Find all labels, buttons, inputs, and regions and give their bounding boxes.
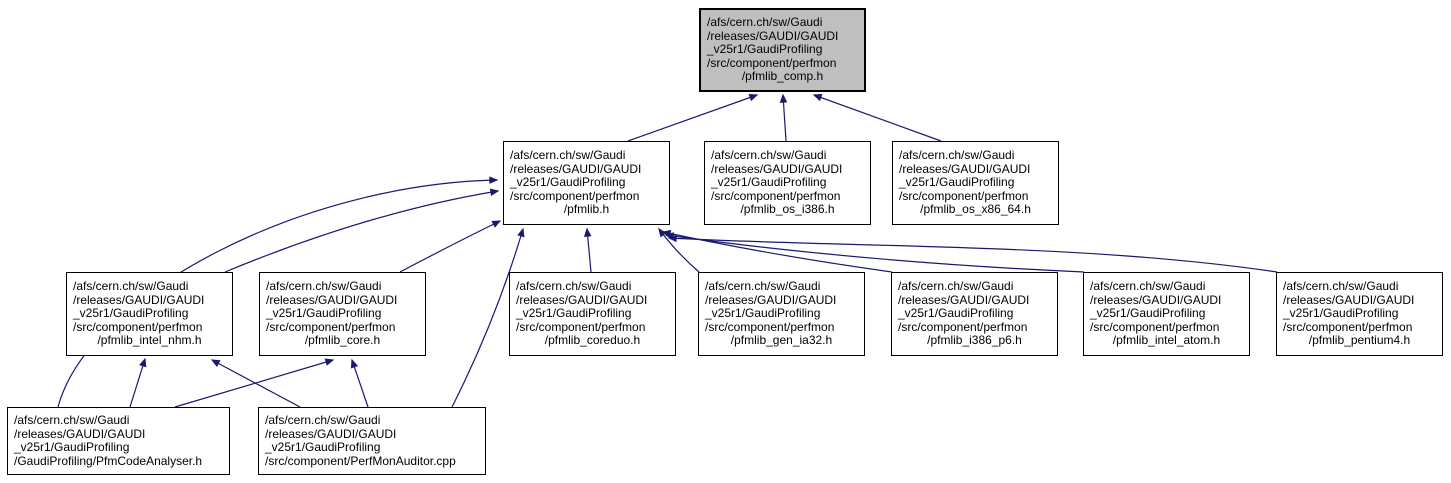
- graph-node-label-line: /releases/GAUDI/GAUDI: [899, 161, 1031, 176]
- edge-pfmlib_coreduo-to-pfmlib: [583, 227, 592, 273]
- graph-node-PerfMonAuditor[interactable]: /afs/cern.ch/sw/Gaudi/releases/GAUDI/GAU…: [258, 407, 486, 475]
- graph-node-label-line: _v25r1/GaudiProfiling: [1090, 306, 1206, 321]
- graph-node-label-line: /pfmlib_pentium4.h: [1308, 333, 1411, 348]
- graph-node-label-line: /src/component/perfmon: [266, 319, 396, 334]
- graph-node-label-line: /releases/GAUDI/GAUDI: [510, 161, 642, 176]
- graph-node-label-line: /src/component/perfmon: [898, 319, 1028, 334]
- graph-node-label-line: /src/component/perfmon: [510, 188, 640, 203]
- graph-node-label-line: /pfmlib_core.h: [304, 333, 381, 348]
- graph-node-label-line: /pfmlib_os_i386.h: [740, 202, 835, 217]
- graph-node-label-line: /src/component/perfmon: [516, 319, 646, 334]
- graph-node-label-line: _v25r1/GaudiProfiling: [516, 306, 632, 321]
- graph-node-label-line: _v25r1/GaudiProfiling: [265, 440, 381, 454]
- edge-pfmlib_os_i386-to-pfmlib_comp: [779, 93, 788, 142]
- edge-pfmlib_pentium4-to-pfmlib: [667, 234, 1278, 273]
- graph-node-label-line: _v25r1/GaudiProfiling: [898, 306, 1014, 321]
- graph-node-label-line: /pfmlib_coreduo.h: [544, 333, 641, 348]
- graph-node-pfmlib_comp: /afs/cern.ch/sw/Gaudi/releases/GAUDI/GAU…: [699, 8, 866, 92]
- edge-PfmCodeAnalyser-to-pfmlib_intel_nhm: [129, 357, 147, 408]
- graph-node-label-line: /afs/cern.ch/sw/Gaudi: [516, 279, 632, 294]
- graph-node-pfmlib_intel_nhm[interactable]: /afs/cern.ch/sw/Gaudi/releases/GAUDI/GAU…: [66, 272, 233, 356]
- graph-node-label-line: _v25r1/GaudiProfiling: [510, 175, 626, 190]
- graph-node-label-line: /src/component/PerfMonAuditor.cpp: [265, 453, 456, 468]
- graph-node-pfmlib_os_x86_64[interactable]: /afs/cern.ch/sw/Gaudi/releases/GAUDI/GAU…: [892, 141, 1059, 225]
- edge-pfmlib_core-to-pfmlib: [399, 220, 502, 273]
- edge-PerfMonAuditor-to-pfmlib: [451, 227, 525, 408]
- graph-node-label-line: /pfmlib_intel_atom.h: [1112, 333, 1221, 348]
- edge-PerfMonAuditor-to-pfmlib_core: [350, 358, 369, 408]
- graph-node-label-line: /releases/GAUDI/GAUDI: [516, 292, 648, 307]
- graph-node-label-line: /afs/cern.ch/sw/Gaudi: [707, 15, 823, 30]
- graph-node-label-line: _v25r1/GaudiProfiling: [14, 440, 130, 454]
- graph-node-label-line: /releases/GAUDI/GAUDI: [266, 292, 398, 307]
- graph-node-pfmlib_os_i386[interactable]: /afs/cern.ch/sw/Gaudi/releases/GAUDI/GAU…: [704, 141, 871, 225]
- graph-node-label-line: _v25r1/GaudiProfiling: [899, 175, 1015, 190]
- graph-node-label-line: /releases/GAUDI/GAUDI: [707, 28, 839, 43]
- graph-node-label-line: /src/component/perfmon: [705, 319, 835, 334]
- graph-node-label-line: /releases/GAUDI/GAUDI: [705, 292, 837, 307]
- graph-node-label-line: /afs/cern.ch/sw/Gaudi: [899, 148, 1015, 163]
- edge-PfmCodeAnalyser-to-pfmlib: [57, 176, 499, 408]
- graph-node-label-line: /afs/cern.ch/sw/Gaudi: [73, 279, 189, 294]
- graph-node-label-line: /releases/GAUDI/GAUDI: [14, 426, 146, 441]
- graph-node-label-line: /releases/GAUDI/GAUDI: [898, 292, 1030, 307]
- graph-node-label-line: /releases/GAUDI/GAUDI: [1090, 292, 1222, 307]
- graph-node-pfmlib_gen_ia32[interactable]: /afs/cern.ch/sw/Gaudi/releases/GAUDI/GAU…: [698, 272, 865, 356]
- graph-node-pfmlib_i386_p6[interactable]: /afs/cern.ch/sw/Gaudi/releases/GAUDI/GAU…: [891, 272, 1058, 356]
- graph-node-label-line: /releases/GAUDI/GAUDI: [73, 292, 205, 307]
- graph-node-label-line: _v25r1/GaudiProfiling: [711, 175, 827, 190]
- graph-node-pfmlib_core[interactable]: /afs/cern.ch/sw/Gaudi/releases/GAUDI/GAU…: [259, 272, 426, 356]
- graph-node-label-line: _v25r1/GaudiProfiling: [266, 306, 382, 321]
- edge-PfmCodeAnalyser-to-pfmlib_core: [174, 358, 335, 408]
- graph-node-label-line: /pfmlib_gen_ia32.h: [730, 333, 833, 348]
- graph-node-label-line: /pfmlib_intel_nhm.h: [97, 333, 202, 348]
- graph-node-label-line: /afs/cern.ch/sw/Gaudi: [705, 279, 821, 294]
- graph-node-label-line: /afs/cern.ch/sw/Gaudi: [14, 413, 130, 427]
- graph-node-label-line: /pfmlib.h: [563, 202, 610, 217]
- graph-node-label-line: /src/component/perfmon: [1090, 319, 1220, 334]
- graph-node-label-line: /afs/cern.ch/sw/Gaudi: [1283, 279, 1399, 294]
- graph-node-label-line: /releases/GAUDI/GAUDI: [711, 161, 843, 176]
- graph-node-label-line: _v25r1/GaudiProfiling: [1283, 306, 1399, 321]
- graph-node-label-line: /src/component/perfmon: [1283, 319, 1413, 334]
- graph-node-label-line: /afs/cern.ch/sw/Gaudi: [711, 148, 827, 163]
- edge-pfmlib_i386_p6-to-pfmlib: [661, 229, 893, 273]
- graph-node-pfmlib_intel_atom[interactable]: /afs/cern.ch/sw/Gaudi/releases/GAUDI/GAU…: [1083, 272, 1250, 356]
- graph-node-label-line: _v25r1/GaudiProfiling: [707, 42, 823, 57]
- graph-node-label-line: /GaudiProfiling/PfmCodeAnalyser.h: [14, 453, 203, 468]
- graph-node-label-line: /src/component/perfmon: [899, 188, 1029, 203]
- graph-node-label-line: /releases/GAUDI/GAUDI: [1283, 292, 1415, 307]
- graph-node-label-line: _v25r1/GaudiProfiling: [73, 306, 189, 321]
- graph-node-pfmlib_pentium4[interactable]: /afs/cern.ch/sw/Gaudi/releases/GAUDI/GAU…: [1276, 272, 1443, 356]
- graph-node-label-line: /afs/cern.ch/sw/Gaudi: [265, 413, 381, 427]
- graph-node-label-line: /afs/cern.ch/sw/Gaudi: [898, 279, 1014, 294]
- graph-node-label-line: /afs/cern.ch/sw/Gaudi: [510, 148, 626, 163]
- edge-PerfMonAuditor-to-pfmlib_intel_nhm: [210, 359, 301, 408]
- graph-node-label-line: /afs/cern.ch/sw/Gaudi: [1090, 279, 1206, 294]
- graph-node-label-line: /pfmlib_os_x86_64.h: [920, 202, 1031, 217]
- graph-node-label-line: /pfmlib_i386_p6.h: [927, 333, 1022, 348]
- edge-pfmlib_intel_nhm-to-pfmlib: [224, 188, 500, 273]
- edge-pfmlib-to-pfmlib_comp: [627, 94, 759, 142]
- graph-node-pfmlib[interactable]: /afs/cern.ch/sw/Gaudi/releases/GAUDI/GAU…: [503, 141, 670, 225]
- graph-node-label-line: /src/component/perfmon: [73, 319, 203, 334]
- graph-node-label-line: /src/component/perfmon: [711, 188, 841, 203]
- graph-node-label-line: _v25r1/GaudiProfiling: [705, 306, 821, 321]
- graph-node-pfmlib_coreduo[interactable]: /afs/cern.ch/sw/Gaudi/releases/GAUDI/GAU…: [509, 272, 676, 356]
- graph-node-label-line: /afs/cern.ch/sw/Gaudi: [266, 279, 382, 294]
- graph-node-label-line: /releases/GAUDI/GAUDI: [265, 426, 397, 441]
- edge-pfmlib_os_x86_64-to-pfmlib_comp: [812, 94, 942, 142]
- graph-node-PfmCodeAnalyser[interactable]: /afs/cern.ch/sw/Gaudi/releases/GAUDI/GAU…: [7, 407, 230, 475]
- edge-pfmlib_intel_atom-to-pfmlib: [664, 232, 1085, 273]
- graph-node-label-line: /src/component/perfmon: [707, 55, 837, 70]
- graph-node-label-line: /pfmlib_comp.h: [741, 69, 824, 84]
